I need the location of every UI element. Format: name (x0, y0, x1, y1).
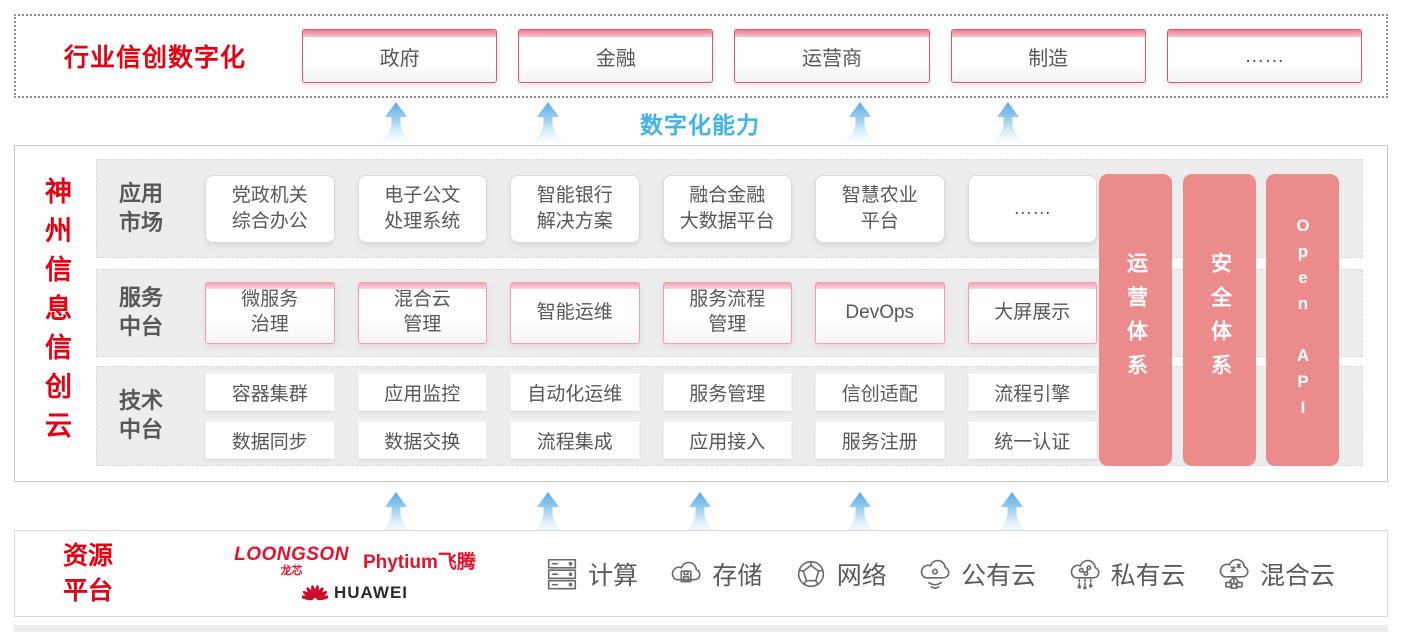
up-arrow-icon (995, 492, 1029, 532)
bottom-divider (14, 625, 1388, 632)
industry-banner-title: 行业信创数字化 (64, 44, 247, 72)
resource-item-private-cloud: 私有云 (1066, 555, 1186, 593)
industry-box-more: …… (1166, 29, 1362, 83)
app-box-more: …… (967, 174, 1097, 243)
service-box: 服务流程 管理 (662, 282, 792, 344)
row-label-tech-platform: 技术 中台 (119, 388, 164, 442)
vendor-logos: LOONGSON 龙芯 Phytium飞腾 (231, 545, 479, 603)
tech-box: 应用监控 (357, 373, 487, 411)
hybrid-cloud-icon (1219, 558, 1249, 589)
tech-box: 数据同步 (205, 421, 335, 459)
tech-box: 自动化运维 (510, 373, 640, 411)
resource-item-public-cloud: 公有云 (916, 555, 1036, 593)
service-platform-items: 微服务 治理 混合云 管理 智能运维 服务流程 管理 DevOps 大屏展示 (205, 282, 1097, 344)
public-cloud-icon (920, 559, 950, 589)
service-box: 混合云 管理 (357, 282, 487, 344)
row-label-app-market: 应用 市场 (119, 180, 164, 235)
up-arrow-icon (379, 492, 413, 532)
phytium-logo: Phytium飞腾 (362, 551, 476, 573)
industry-box-operator: 运营商 (734, 29, 930, 83)
resource-item-hybrid-cloud: 混合云 (1215, 555, 1335, 593)
service-platform-row: 服务 中台 微服务 治理 混合云 管理 智能运维 服务流程 管理 DevOps … (96, 269, 1363, 357)
service-box: DevOps (815, 282, 945, 344)
compute-server-icon (547, 558, 577, 590)
loongson-logo: LOONGSON 龙芯 (234, 543, 349, 577)
platform-side-title: 神州信息信创云 (41, 177, 71, 450)
service-box: 智能运维 (510, 282, 640, 344)
app-market-items: 党政机关 综合办公 电子公文 处理系统 智能银行 解决方案 融合金融 大数据平台… (205, 174, 1097, 243)
tech-box: 数据交换 (357, 421, 487, 459)
tech-platform-row: 技术 中台 容器集群 应用监控 自动化运维 服务管理 信创适配 流程引擎 数据同… (96, 366, 1363, 466)
huawei-flower-icon (302, 584, 328, 600)
tech-box: 服务管理 (662, 373, 792, 411)
resource-platform-title: 资源 平台 (63, 541, 114, 605)
up-arrow-icon (683, 492, 717, 532)
pillar-operations-system: 运营体系 (1099, 174, 1172, 466)
tech-box: 流程引擎 (967, 373, 1097, 411)
up-arrow-icon (991, 102, 1025, 142)
app-box: 智慧农业 平台 (815, 174, 945, 243)
app-box: 电子公文 处理系统 (357, 174, 487, 243)
up-arrow-icon (531, 102, 565, 142)
industry-box-government: 政府 (302, 29, 498, 83)
resource-items: 计算 存储 网络 (543, 555, 1335, 593)
tech-box: 容器集群 (205, 373, 335, 411)
cloud-platform-panel: 神州信息信创云 应用 市场 党政机关 综合办公 电子公文 处理系统 智能银行 解… (14, 145, 1388, 482)
tech-box: 服务注册 (815, 421, 945, 459)
pillar-open-api: Open API (1266, 174, 1339, 466)
industry-box-list: 政府 金融 运营商 制造 …… (302, 29, 1362, 83)
resource-item-compute: 计算 (543, 555, 638, 593)
up-arrow-icon (843, 492, 877, 532)
up-arrow-icon (531, 492, 565, 532)
resource-item-network: 网络 (792, 555, 887, 593)
tech-box: 统一认证 (967, 421, 1097, 459)
up-arrow-icon (379, 102, 413, 142)
tech-platform-items: 容器集群 应用监控 自动化运维 服务管理 信创适配 流程引擎 数据同步 数据交换… (205, 373, 1097, 459)
huawei-logo: HUAWEI (302, 583, 408, 603)
industry-banner: 行业信创数字化 政府 金融 运营商 制造 …… (14, 14, 1388, 98)
app-box: 党政机关 综合办公 (205, 174, 335, 243)
service-box: 大屏展示 (967, 282, 1097, 344)
tech-box: 信创适配 (815, 373, 945, 411)
industry-box-finance: 金融 (518, 29, 714, 83)
row-label-service-platform: 服务 中台 (119, 285, 164, 339)
app-box: 融合金融 大数据平台 (662, 174, 792, 243)
storage-cloud-icon (672, 561, 701, 582)
app-box: 智能银行 解决方案 (510, 174, 640, 243)
tech-box: 应用接入 (662, 421, 792, 459)
industry-box-manufacturing: 制造 (950, 29, 1146, 83)
resource-platform-panel: 资源 平台 LOONGSON 龙芯 Phytium飞腾 (14, 530, 1388, 617)
resource-item-storage: 存储 (667, 555, 762, 593)
network-globe-icon (797, 560, 824, 587)
up-arrow-icon (843, 102, 877, 142)
capability-label: 数字化能力 (640, 112, 760, 138)
service-box: 微服务 治理 (205, 282, 335, 344)
tech-box: 流程集成 (510, 421, 640, 459)
app-market-row: 应用 市场 党政机关 综合办公 电子公文 处理系统 智能银行 解决方案 融合金融… (96, 159, 1363, 258)
pillar-security-system: 安全体系 (1183, 174, 1256, 466)
private-cloud-icon (1070, 559, 1100, 590)
